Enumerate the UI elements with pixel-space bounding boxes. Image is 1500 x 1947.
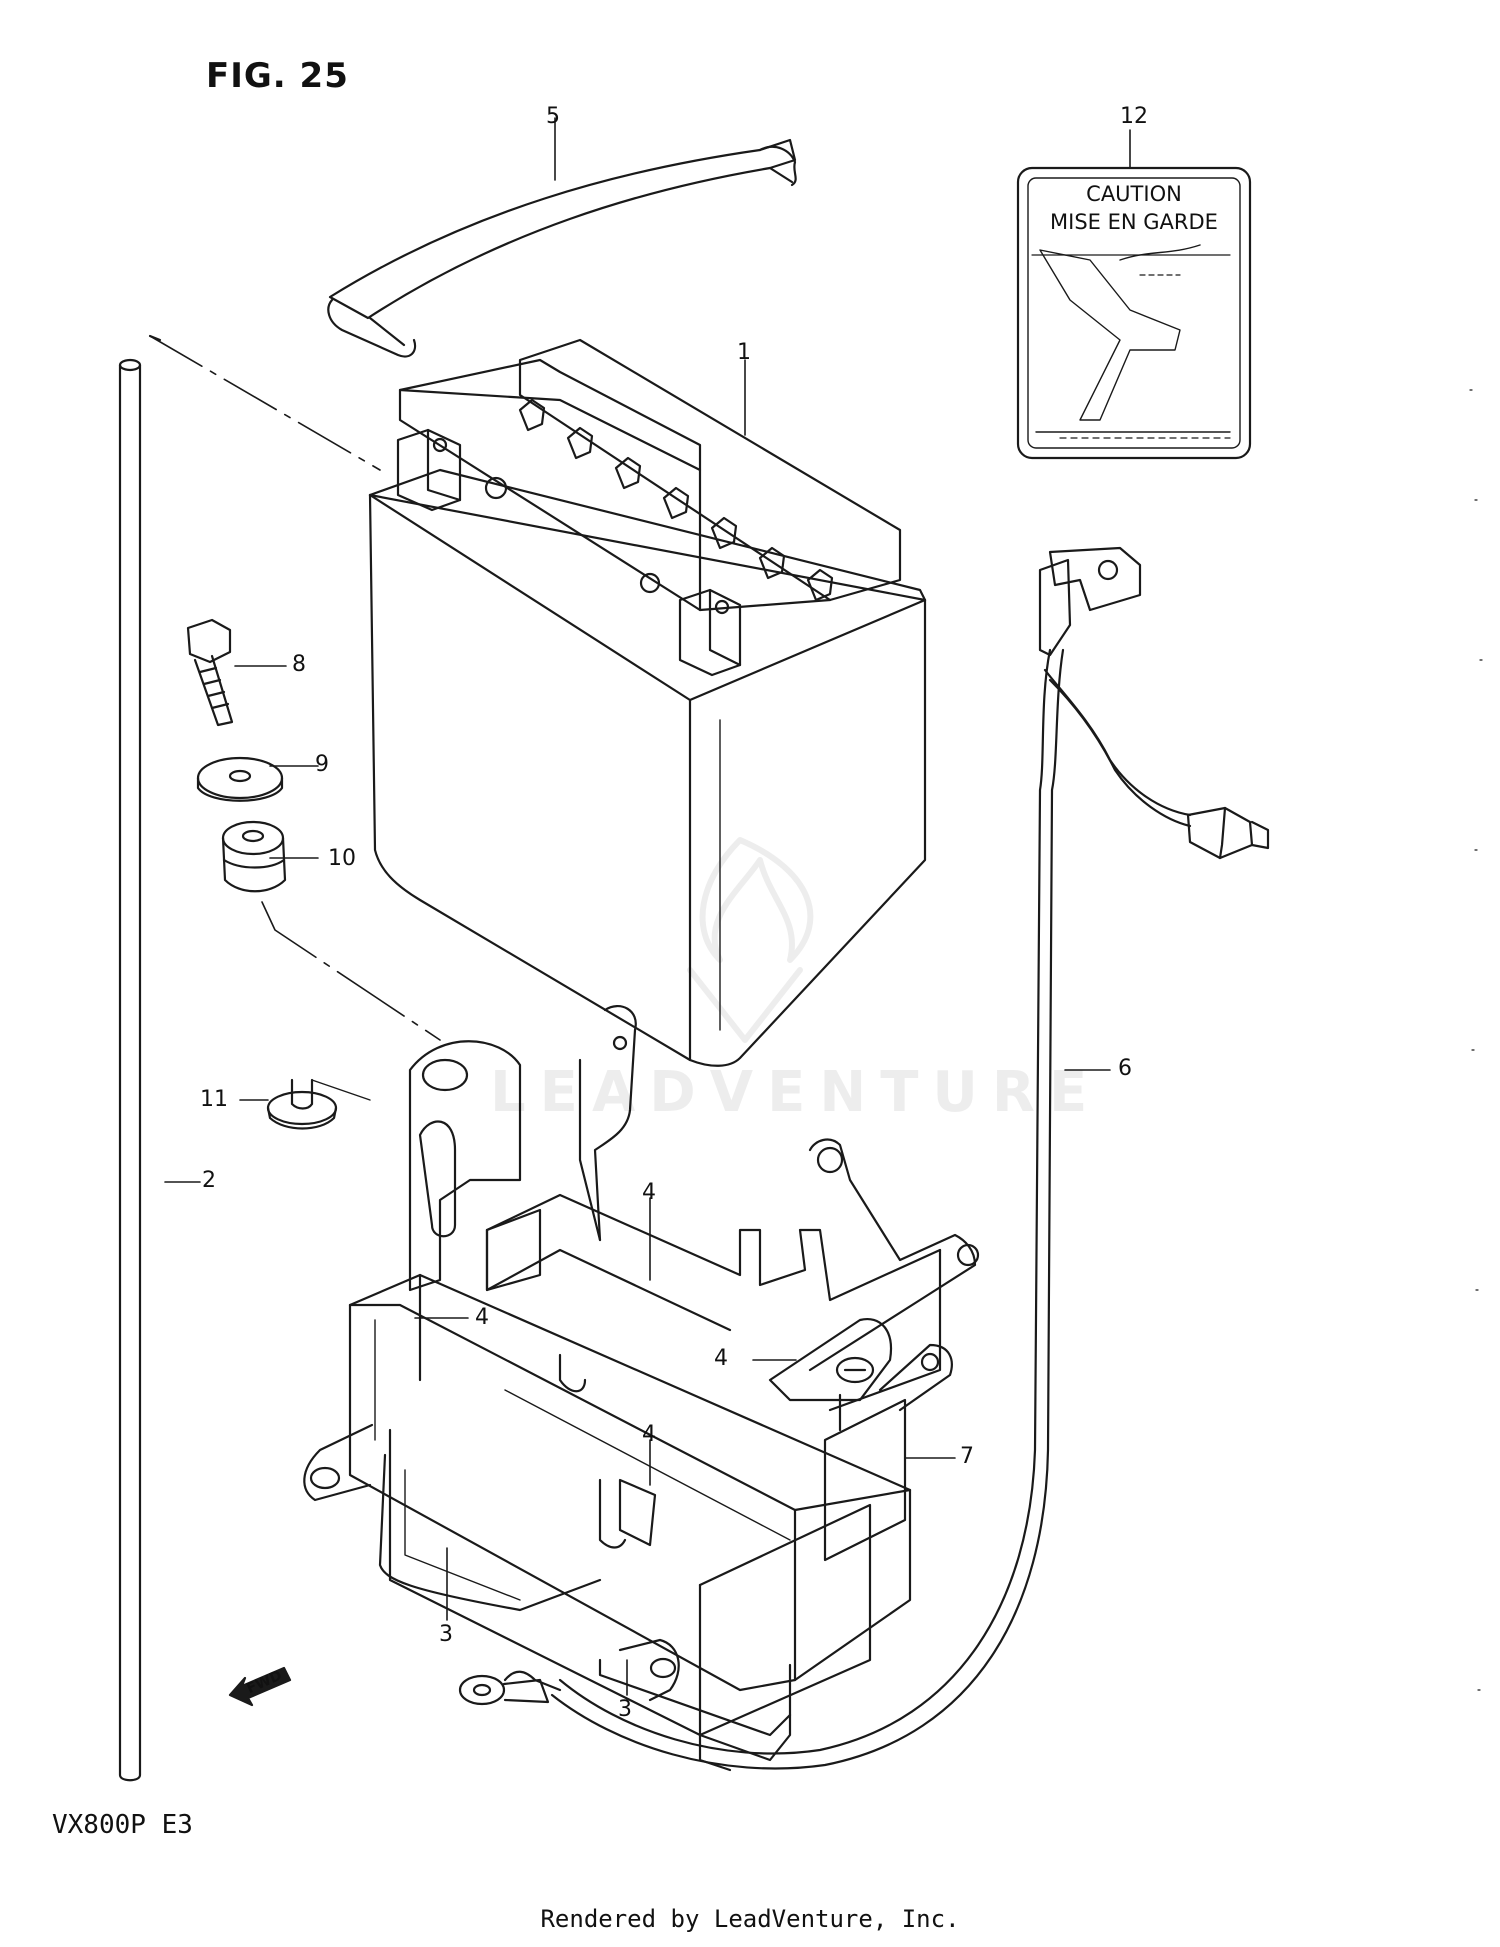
footer-credit: Rendered by LeadVenture, Inc.: [540, 1905, 960, 1933]
callout-5: 5: [546, 104, 560, 129]
fwd-label: FWD: [244, 1668, 284, 1698]
callout-4-left: 4: [475, 1305, 489, 1330]
callout-1: 1: [737, 340, 751, 365]
watermark-logo: [687, 837, 814, 1043]
figure-title: FIG. 25: [206, 56, 349, 96]
callout-12: 12: [1120, 104, 1148, 129]
part-8-bolt: [186, 618, 234, 727]
part-5-battery-strap: [327, 138, 797, 358]
callout-6: 6: [1118, 1056, 1132, 1081]
callout-11: 11: [200, 1087, 228, 1112]
model-code: VX800P E3: [52, 1810, 193, 1840]
part-2-breather-tube: [118, 334, 381, 1782]
caution-title: CAUTION: [1086, 182, 1182, 206]
callout-8: 8: [292, 652, 306, 677]
caution-subtitle: MISE EN GARDE: [1050, 210, 1218, 234]
callout-4-front: 4: [642, 1422, 656, 1447]
callout-7: 7: [960, 1444, 974, 1469]
fwd-arrow: [228, 1666, 292, 1707]
part-9-washer: [196, 756, 284, 802]
leader-lines: [164, 117, 1131, 1696]
callout-2: 2: [202, 1168, 216, 1193]
scan-specks: [1469, 389, 1483, 1691]
callout-10: 10: [328, 846, 356, 871]
part-1-battery: [368, 338, 927, 1067]
callout-9: 9: [315, 752, 329, 777]
part-6-battery-cable: [458, 546, 1270, 1770]
part-10-grommet: [221, 820, 287, 893]
battery-case-bracket: [303, 1004, 980, 1772]
part-12-caution-label: [1016, 166, 1252, 460]
callout-4-right: 4: [714, 1346, 728, 1371]
callout-3-left: 3: [439, 1622, 453, 1647]
callout-4-top: 4: [642, 1180, 656, 1205]
watermark-text: LEADVENTURE: [490, 1060, 1102, 1125]
part-10-guide-line: [261, 901, 441, 1041]
callout-3-bottom: 3: [618, 1697, 632, 1722]
part-11-nut: [266, 1078, 371, 1130]
